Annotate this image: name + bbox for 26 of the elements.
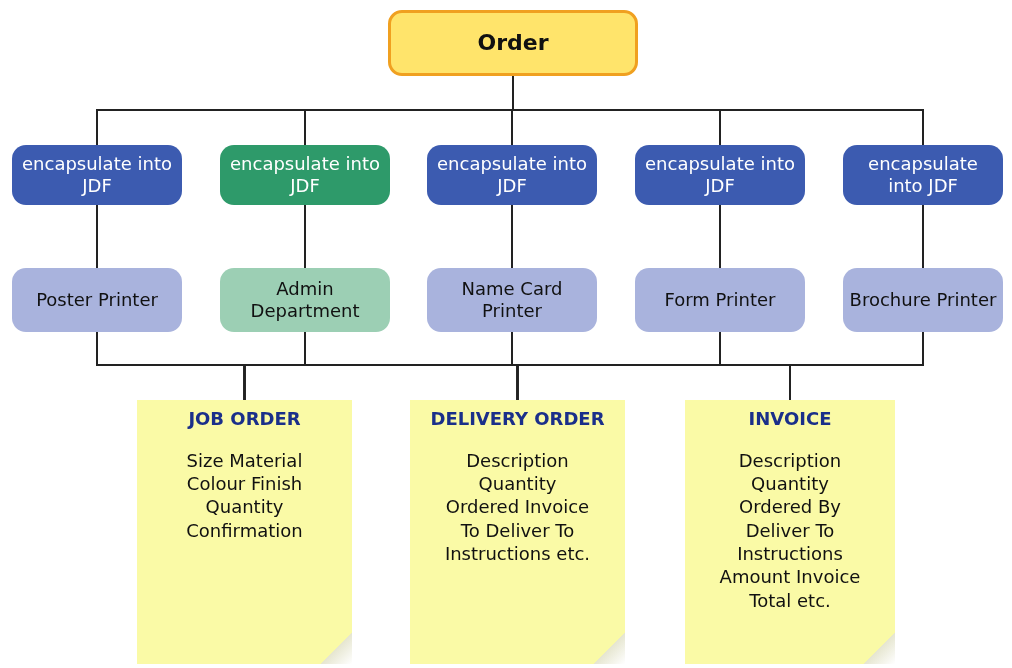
process-box: encapsulate into JDF: [635, 145, 805, 205]
connector-line: [719, 204, 721, 269]
process-box: encapsulate into JDF: [427, 145, 597, 205]
process-box: Name Card Printer: [427, 268, 597, 332]
connector-line: [922, 204, 924, 269]
document-note: [137, 400, 352, 664]
process-box: Admin Department: [220, 268, 390, 332]
note-body: Size Material Colour Finish Quantity Confirmation: [185, 448, 304, 543]
connector-line: [789, 331, 924, 401]
process-box: encapsulate into JDF: [220, 145, 390, 205]
process-box: Brochure Printer: [843, 268, 1003, 332]
note-body: Description Quantity Ordered By Deliver To Instructions Amount Invoice Total etc.: [718, 448, 862, 613]
process-box: encapsulate into JDF: [843, 145, 1003, 205]
note-heading: DELIVERY ORDER: [429, 408, 606, 431]
process-box: Order: [388, 10, 638, 76]
note-heading: INVOICE: [747, 408, 833, 431]
connector-line: [511, 204, 513, 269]
connector-line: [96, 204, 98, 269]
process-box: encapsulate into JDF: [12, 145, 182, 205]
document-note: [685, 400, 895, 664]
process-box: Form Printer: [635, 268, 805, 332]
note-heading: JOB ORDER: [186, 408, 302, 431]
note-body: Description Quantity Ordered Invoice To Deliver To Instructions etc.: [443, 448, 592, 566]
process-box: Poster Printer: [12, 268, 182, 332]
document-note: [410, 400, 625, 664]
connector-line: [304, 204, 306, 269]
